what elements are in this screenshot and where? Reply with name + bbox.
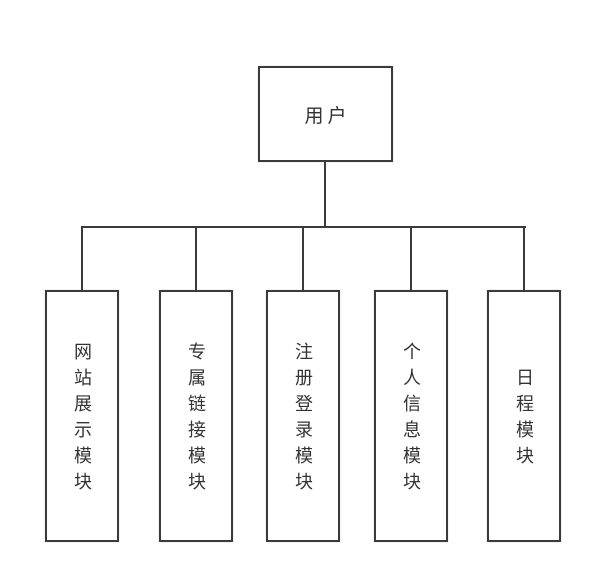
connector-drop-register-login: [302, 226, 304, 290]
node-label-exclusive-link-module: 专属链接模块: [186, 342, 206, 498]
diagram-node-website-display-module: 网站展示模块: [45, 290, 119, 542]
diagram-node-user: 用户: [258, 66, 393, 162]
node-label-website-display-module: 网站展示模块: [72, 342, 92, 498]
node-label-user: 用户: [304, 105, 351, 127]
connector-drop-website-display: [81, 226, 83, 290]
diagram-node-register-login-module: 注册登录模块: [266, 290, 340, 542]
connector-root-stem: [324, 162, 326, 228]
diagram-node-exclusive-link-module: 专属链接模块: [159, 290, 233, 542]
node-label-register-login-module: 注册登录模块: [293, 342, 313, 498]
connector-drop-personal-info: [410, 226, 412, 290]
connector-drop-schedule: [523, 226, 525, 290]
diagram-node-schedule-module: 日程模块: [487, 290, 561, 542]
node-label-schedule-module: 日程模块: [514, 368, 534, 472]
connector-drop-exclusive-link: [195, 226, 197, 290]
node-label-personal-info-module: 个人信息模块: [401, 342, 421, 498]
diagram-node-personal-info-module: 个人信息模块: [374, 290, 448, 542]
